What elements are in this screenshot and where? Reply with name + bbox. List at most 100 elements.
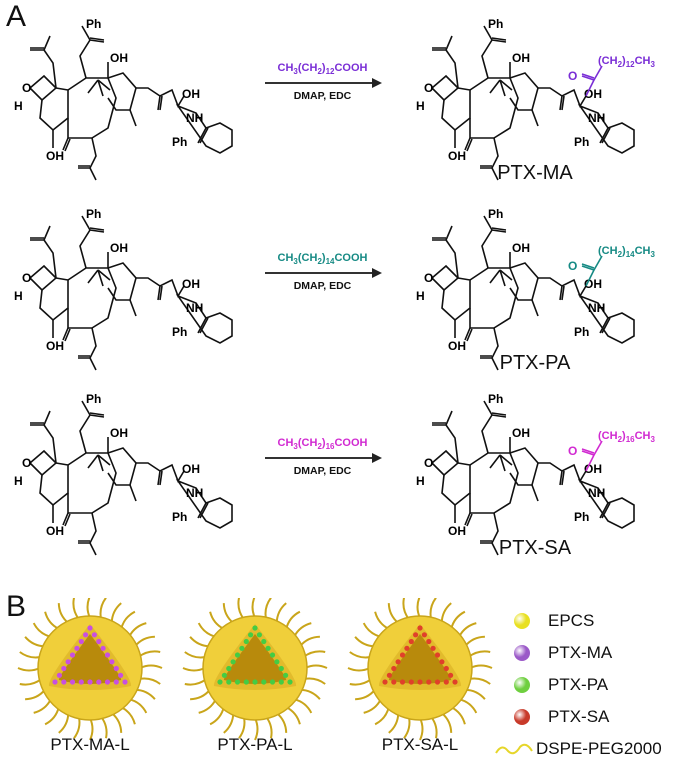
atom-oh: OH bbox=[448, 149, 466, 163]
atom-ph: Ph bbox=[86, 207, 101, 221]
atom-ph: Ph bbox=[488, 207, 503, 221]
atom-o: O bbox=[22, 81, 31, 95]
atom-ph: Ph bbox=[488, 392, 503, 406]
atom-nh: NH bbox=[186, 111, 203, 125]
reactant-paclitaxel: Ph OH O H OH Ph NH OH bbox=[8, 392, 258, 563]
atom-oh: OH bbox=[110, 51, 128, 65]
legend-label: EPCS bbox=[548, 611, 595, 630]
atom-ph: Ph bbox=[574, 135, 589, 149]
atom-nh: NH bbox=[186, 486, 203, 500]
legend-item: PTX-MA bbox=[510, 637, 662, 669]
paclitaxel-structure: Ph OH O H OH Ph NH OH O (CH2)14CH3 bbox=[416, 207, 655, 371]
aqueous-core bbox=[223, 634, 287, 684]
atom-ph: Ph bbox=[172, 325, 187, 339]
legend-label: PTX-PA bbox=[548, 675, 609, 694]
liposome-illustration bbox=[345, 595, 495, 748]
product-name: PTX-SA bbox=[498, 537, 572, 559]
product-structure: Ph OH O H OH Ph NH OH O (CH2)16CH3 bbox=[410, 392, 660, 563]
atom-h: H bbox=[416, 474, 425, 488]
liposome-name: PTX-SA-L bbox=[381, 735, 459, 754]
atom-o: O bbox=[424, 271, 433, 285]
legend-sphere-icon bbox=[514, 677, 530, 693]
drug-layer bbox=[382, 625, 458, 685]
atom-oh: OH bbox=[512, 426, 530, 440]
atom-nh: NH bbox=[588, 486, 605, 500]
liposome-name: PTX-MA-L bbox=[50, 735, 130, 754]
atom-nh: NH bbox=[588, 301, 605, 315]
drug-layer bbox=[52, 625, 128, 685]
panel-b-label: B bbox=[6, 590, 27, 623]
atom-oh: OH bbox=[448, 524, 466, 538]
drug-layer bbox=[217, 625, 293, 685]
reagent-label: CH3(CH2)12COOH bbox=[277, 62, 368, 77]
atom-oh: OH bbox=[182, 87, 200, 101]
legend: EPCS PTX-MA PTX-PA PTX-SA DSPE-PEG2000 bbox=[495, 605, 662, 765]
atom-o: O bbox=[22, 456, 31, 470]
reaction-arrow bbox=[265, 268, 382, 279]
reactant-paclitaxel: Ph OH O H OH Ph NH OH bbox=[8, 207, 258, 378]
legend-sphere-icon bbox=[514, 645, 530, 661]
svg-text:O: O bbox=[568, 259, 577, 273]
atom-nh: NH bbox=[588, 111, 605, 125]
aqueous-core bbox=[58, 634, 122, 684]
product-name: PTX-MA bbox=[497, 162, 573, 184]
atom-h: H bbox=[416, 99, 425, 113]
paclitaxel-structure: Ph OH O H OH Ph NH OH bbox=[14, 392, 233, 556]
legend-label: PTX-SA bbox=[548, 707, 610, 726]
atom-oh: OH bbox=[46, 339, 64, 353]
atom-h: H bbox=[416, 289, 425, 303]
atom-o: O bbox=[22, 271, 31, 285]
atom-h: H bbox=[14, 474, 23, 488]
atom-ph: Ph bbox=[488, 17, 503, 31]
liposome-illustration bbox=[180, 595, 330, 748]
panel-a-label: A bbox=[6, 0, 27, 33]
conditions-label: DMAP, EDC bbox=[293, 90, 352, 103]
atom-oh: OH bbox=[182, 462, 200, 476]
atom-nh: NH bbox=[186, 301, 203, 315]
legend-item: DSPE-PEG2000 bbox=[494, 733, 662, 765]
atom-o: O bbox=[424, 81, 433, 95]
paclitaxel-structure: Ph OH O H OH Ph NH OH O (CH2)12CH3 bbox=[416, 17, 655, 181]
atom-ph: Ph bbox=[86, 392, 101, 406]
paclitaxel-structure: Ph OH O H OH Ph NH OH O (CH2)16CH3 bbox=[416, 392, 655, 556]
reagent-label: CH3(CH2)14COOH bbox=[277, 252, 368, 267]
liposome-illustration bbox=[15, 595, 165, 748]
paclitaxel-structure: Ph OH O H OH Ph NH OH bbox=[14, 207, 233, 371]
legend-item: EPCS bbox=[510, 605, 662, 637]
atom-oh: OH bbox=[110, 426, 128, 440]
legend-item: PTX-SA bbox=[510, 701, 662, 733]
svg-text:(CH2)16CH3: (CH2)16CH3 bbox=[598, 430, 655, 444]
reaction-arrow-block: CH3(CH2)14COOH DMAP, EDC bbox=[265, 252, 382, 293]
svg-text:(CH2)12CH3: (CH2)12CH3 bbox=[598, 55, 655, 69]
atom-o: O bbox=[424, 456, 433, 470]
atom-ph: Ph bbox=[172, 135, 187, 149]
fatty-acid-ester: O (CH2)12CH3 bbox=[568, 55, 655, 97]
paclitaxel-structure: Ph OH O H OH Ph NH OH bbox=[14, 17, 233, 181]
atom-oh: OH bbox=[46, 149, 64, 163]
legend-item: PTX-PA bbox=[510, 669, 662, 701]
atom-oh: OH bbox=[110, 241, 128, 255]
svg-text:(CH2)14CH3: (CH2)14CH3 bbox=[598, 245, 655, 259]
fatty-acid-ester: O (CH2)14CH3 bbox=[568, 245, 655, 287]
legend-label: DSPE-PEG2000 bbox=[536, 739, 662, 758]
atom-oh: OH bbox=[448, 339, 466, 353]
product-structure: Ph OH O H OH Ph NH OH O (CH2)12CH3 bbox=[410, 17, 660, 188]
atom-ph: Ph bbox=[172, 510, 187, 524]
atom-oh: OH bbox=[46, 524, 64, 538]
svg-text:O: O bbox=[568, 69, 577, 83]
svg-text:O: O bbox=[568, 444, 577, 458]
conditions-label: DMAP, EDC bbox=[293, 280, 352, 293]
atom-oh: OH bbox=[512, 51, 530, 65]
atom-ph: Ph bbox=[574, 325, 589, 339]
reaction-arrow bbox=[265, 453, 382, 464]
liposome-name: PTX-PA-L bbox=[217, 735, 293, 754]
reagent-label: CH3(CH2)16COOH bbox=[277, 437, 368, 452]
legend-wave-icon bbox=[495, 743, 533, 755]
fatty-acid-ester: O (CH2)16CH3 bbox=[568, 430, 655, 472]
product-structure: Ph OH O H OH Ph NH OH O (CH2)14CH3 bbox=[410, 207, 660, 378]
legend-label: PTX-MA bbox=[548, 643, 613, 662]
product-name: PTX-PA bbox=[499, 352, 571, 374]
legend-sphere-icon bbox=[514, 613, 530, 629]
reaction-arrow-block: CH3(CH2)16COOH DMAP, EDC bbox=[265, 437, 382, 477]
atom-oh: OH bbox=[182, 277, 200, 291]
